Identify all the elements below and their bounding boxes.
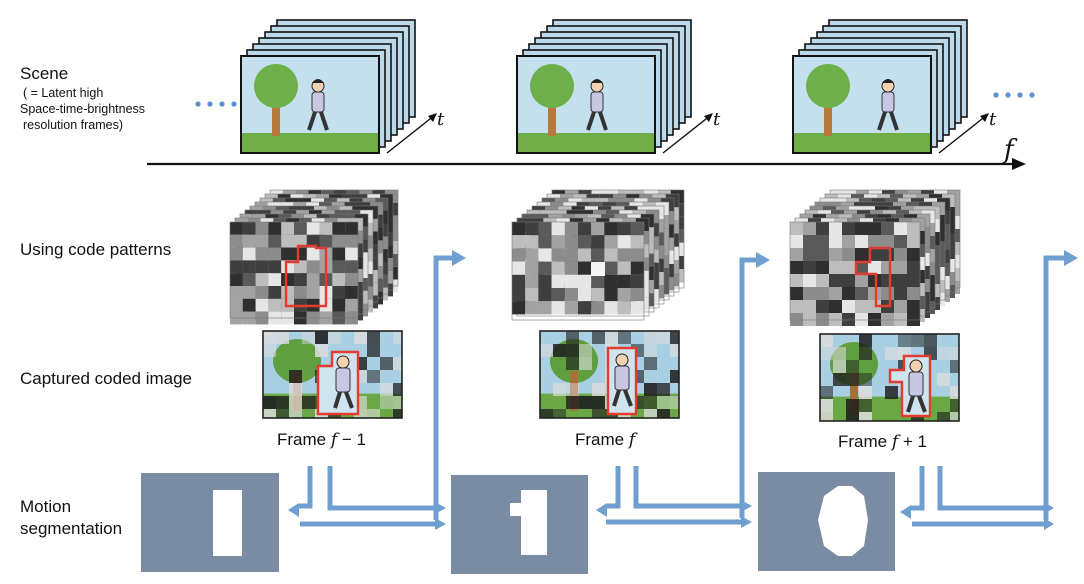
person-legs — [877, 111, 899, 131]
ellipsis-dot-right-2 — [1017, 92, 1023, 98]
ellipsis-dot-right-0 — [993, 92, 999, 98]
person-body — [881, 91, 895, 113]
flow-arrowhead-2-b — [741, 516, 752, 528]
motion-mask-2 — [451, 475, 588, 574]
person-legs — [906, 395, 927, 413]
captured-image-label: Captured coded image — [20, 369, 193, 388]
person-body — [335, 367, 351, 393]
ellipsis-dot-left-0 — [195, 101, 201, 107]
motion-label-line1: Motion — [20, 497, 72, 516]
flow-arrow-2-left — [606, 466, 621, 509]
person-body — [908, 371, 924, 397]
cube-1-highlight — [284, 244, 328, 308]
mask-blob — [213, 490, 242, 556]
tree-crown — [806, 64, 850, 108]
tree-trunk — [824, 94, 832, 136]
person-legs — [333, 391, 354, 409]
motion-mask-1 — [141, 473, 279, 572]
flow-arrowhead-3-b — [1044, 518, 1054, 530]
flow-arrow-3-up — [1043, 255, 1064, 520]
time-axis-label: t — [713, 109, 721, 130]
flow-arrow-1-a — [327, 466, 436, 511]
flow-arrowhead-2-up — [756, 252, 770, 268]
tree-trunk — [548, 94, 556, 136]
motion-mask-3 — [758, 472, 895, 571]
flow-arrowhead-3-left — [900, 505, 911, 519]
ellipsis-dot-right-3 — [1029, 92, 1035, 98]
flow-arrowhead-1-b — [435, 518, 446, 530]
person-legs — [612, 389, 633, 407]
time-axis-label: t — [437, 109, 445, 130]
scene-note-line1: ( = Latent high — [23, 86, 104, 100]
tree-crown — [254, 64, 298, 108]
person-legs — [307, 111, 329, 131]
flow-arrow-1-up — [433, 255, 452, 520]
scene-stack-2: t — [516, 19, 721, 154]
flow-arrow-2-a — [633, 466, 742, 509]
captured-coded-image-2 — [539, 330, 680, 419]
scene-stack-1: t — [240, 19, 445, 154]
captured-coded-image-3 — [819, 333, 960, 422]
mask-blob — [510, 490, 547, 555]
code-pattern-cube-1 — [229, 189, 399, 325]
cube-3-highlight — [854, 246, 892, 308]
frame-caption-next: Frame f + 1 — [838, 432, 927, 452]
tree-trunk — [272, 94, 280, 136]
ellipsis-dot-left-3 — [231, 101, 237, 107]
time-axis-label: t — [989, 109, 997, 130]
flow-arrowhead-3-up — [1064, 250, 1078, 266]
person-body — [590, 91, 604, 113]
person-body — [311, 91, 325, 113]
scene-label: Scene — [20, 64, 69, 83]
scene-frame — [516, 55, 656, 154]
frame-caption-current: Frame f — [575, 430, 636, 450]
cube-2-white-cell — [591, 262, 605, 276]
code-patterns-label: Using code patterns — [20, 240, 172, 259]
code-pattern-cube-2 — [511, 189, 685, 321]
scene-stack-3: t — [792, 19, 997, 154]
flow-arrow-1-left — [298, 466, 313, 509]
scene-frame — [792, 55, 932, 154]
flow-arrow-3-left — [910, 466, 925, 511]
scene-note-line2: Space-time-brightness — [20, 102, 146, 116]
scene-note-line3: resolution frames) — [23, 118, 124, 132]
person-body — [614, 365, 630, 391]
flow-arrowhead-1-left — [288, 503, 299, 517]
ellipsis-dot-left-2 — [219, 101, 225, 107]
code-pattern-cube-3 — [789, 189, 961, 326]
person-head — [336, 355, 350, 369]
mask-blob — [818, 486, 868, 556]
person-head — [909, 359, 923, 373]
motion-label-line2: segmentation — [20, 519, 123, 538]
scene-frame — [240, 55, 380, 154]
tree-crown — [530, 64, 574, 108]
time-axis-arrow — [938, 114, 988, 154]
flow-arrowhead-1-up — [452, 250, 466, 266]
frame-caption-prev: Frame f − 1 — [277, 430, 366, 450]
time-axis-arrow — [662, 114, 712, 154]
ellipsis-dot-left-1 — [207, 101, 213, 107]
person-legs — [586, 111, 608, 131]
flow-arrowhead-2-left — [596, 503, 607, 517]
time-axis-arrow — [386, 114, 436, 154]
flow-arrow-3-a — [937, 466, 1046, 511]
person-head — [615, 353, 629, 367]
frame-axis-arrowhead — [1012, 158, 1026, 170]
captured-coded-image-1 — [262, 330, 403, 419]
flow-arrow-2-up — [739, 257, 756, 518]
ellipsis-dot-right-1 — [1005, 92, 1011, 98]
